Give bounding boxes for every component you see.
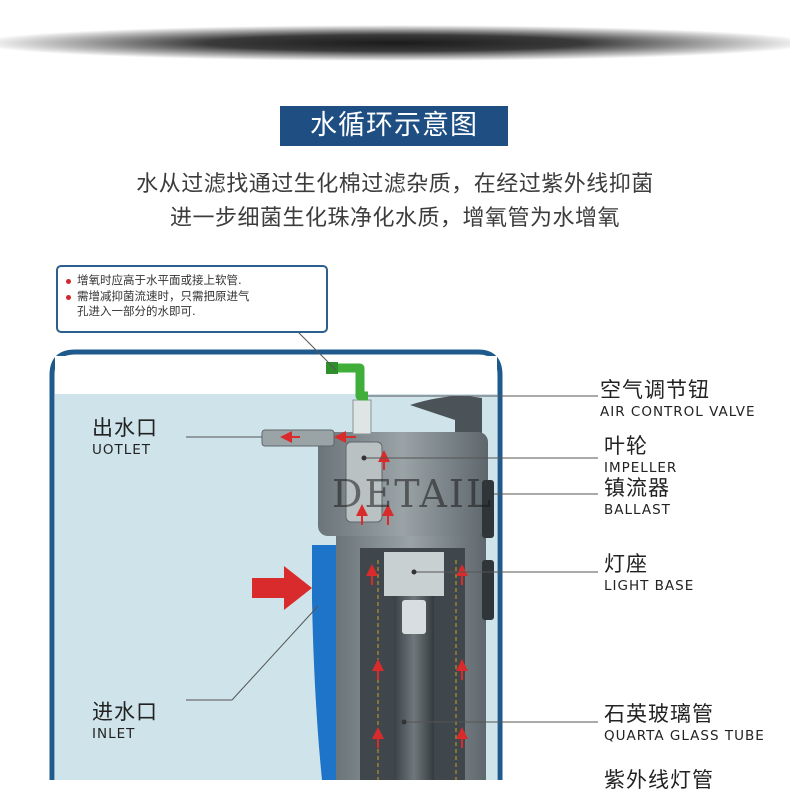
label-impeller-zh: 叶轮 — [604, 434, 648, 458]
label-glass-tube: 石英玻璃管 QUARTA GLASS TUBE — [604, 702, 765, 744]
leader-dot-impeller — [361, 455, 367, 461]
glass-tube-cap — [402, 600, 426, 634]
label-inlet-en: INLET — [92, 726, 136, 742]
oxygen-tip-note: 增氧时应高于水平面或接上软管. 需增减抑菌流速时，只需把原进气 孔进入一部分的水… — [56, 265, 328, 333]
label-light-base-zh: 灯座 — [604, 552, 648, 576]
label-impeller-en: IMPELLER — [604, 460, 678, 476]
air-hose — [326, 362, 368, 401]
note-item-2: 需增减抑菌流速时，只需把原进气 — [66, 289, 318, 305]
leader-dot-light-base — [411, 569, 417, 575]
leader-dots — [361, 455, 417, 725]
leader-inlet-diag — [231, 605, 319, 701]
detail-watermark: DETAIL — [332, 472, 494, 516]
bullet-dot — [66, 294, 71, 300]
leader-note — [297, 331, 337, 371]
intro-line-2: 进一步细菌生化珠净化水质，增氧管为水增氧 — [169, 206, 620, 231]
label-outlet-zh: 出水口 — [92, 416, 158, 440]
inlet-big-arrow — [252, 566, 312, 610]
tank-outline — [49, 349, 503, 780]
leader-lines — [186, 331, 598, 723]
impeller-block — [345, 441, 383, 523]
inlet-blue-strip — [312, 545, 336, 780]
note-item-1: 增氧时应高于水平面或接上软管. — [66, 273, 318, 289]
filter-device — [261, 396, 494, 780]
label-outlet-en: UOTLET — [92, 442, 152, 458]
note-line-2: 需增减抑菌流速时，只需把原进气 — [77, 288, 250, 303]
header-shadow-bar — [0, 25, 790, 65]
ballast-side — [482, 480, 494, 538]
label-ballast-zh: 镇流器 — [604, 476, 670, 500]
page-title: 水循环示意图 — [280, 106, 508, 146]
hose-elbow — [332, 363, 368, 401]
label-light-base-en: LIGHT BASE — [604, 578, 695, 594]
label-ballast: 镇流器 BALLAST — [604, 476, 671, 518]
label-outlet: 出水口 UOTLET — [92, 416, 158, 458]
flow-arrows — [252, 431, 468, 748]
label-glass-tube-en: QUARTA GLASS TUBE — [604, 728, 765, 744]
label-air-valve-zh: 空气调节钮 — [600, 378, 710, 402]
label-air-valve-en: AIR CONTROL VALVE — [600, 404, 756, 420]
note-line-3: 孔进入一部分的水即可. — [77, 304, 196, 318]
note-line-1: 增氧时应高于水平面或接上软管. — [77, 273, 242, 287]
label-impeller: 叶轮 IMPELLER — [604, 434, 677, 476]
air-valve-stem — [352, 399, 372, 435]
label-glass-tube-zh: 石英玻璃管 — [604, 702, 714, 726]
label-ballast-en: BALLAST — [604, 502, 671, 518]
leader-dot-glass-tube — [401, 719, 407, 725]
label-uv-lamp-zh: 紫外线灯管 — [604, 768, 714, 792]
label-uv-lamp: 紫外线灯管 — [604, 768, 714, 792]
ballast-side-lower — [482, 560, 494, 620]
label-inlet-zh: 进水口 — [92, 700, 158, 724]
label-inlet: 进水口 INLET — [92, 700, 158, 742]
bullet-dot — [66, 279, 71, 284]
label-air-valve: 空气调节钮 AIR CONTROL VALVE — [600, 378, 756, 420]
hose-tip — [326, 362, 338, 374]
intro-line-1: 水从过滤找通过生化棉过滤杂质，在经过紫外线抑菌 — [136, 172, 654, 197]
air-region — [55, 356, 497, 394]
label-light-base: 灯座 LIGHT BASE — [604, 552, 694, 594]
